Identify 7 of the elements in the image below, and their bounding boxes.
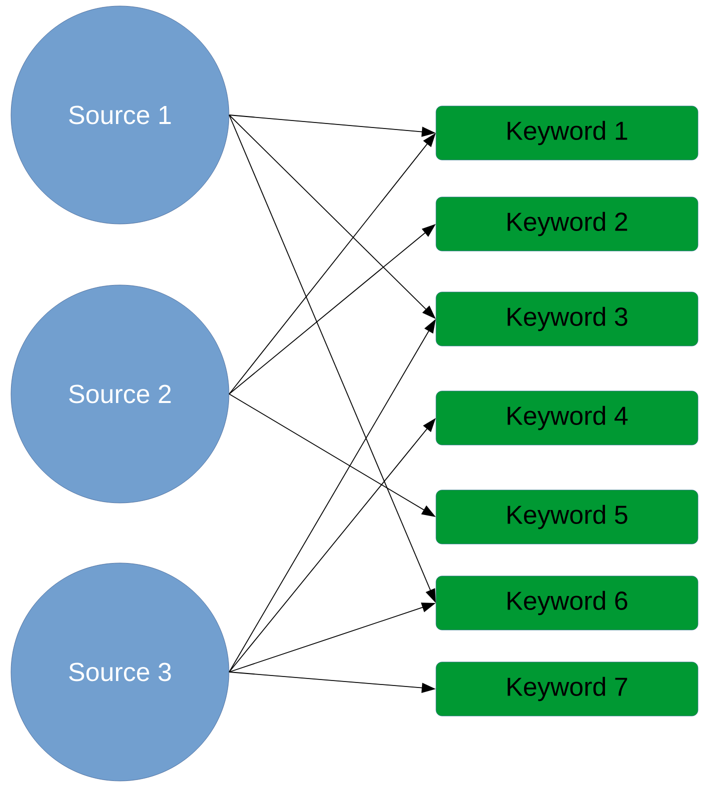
keyword-box: Keyword 3 — [436, 292, 698, 346]
keyword-box: Keyword 7 — [436, 662, 698, 716]
keyword-box: Keyword 6 — [436, 576, 698, 630]
keyword-box: Keyword 1 — [436, 106, 698, 160]
keyword-box: Keyword 4 — [436, 390, 698, 446]
keyword-box: Keyword 5 — [436, 490, 698, 544]
keyword-box: Keyword 2 — [436, 196, 698, 252]
